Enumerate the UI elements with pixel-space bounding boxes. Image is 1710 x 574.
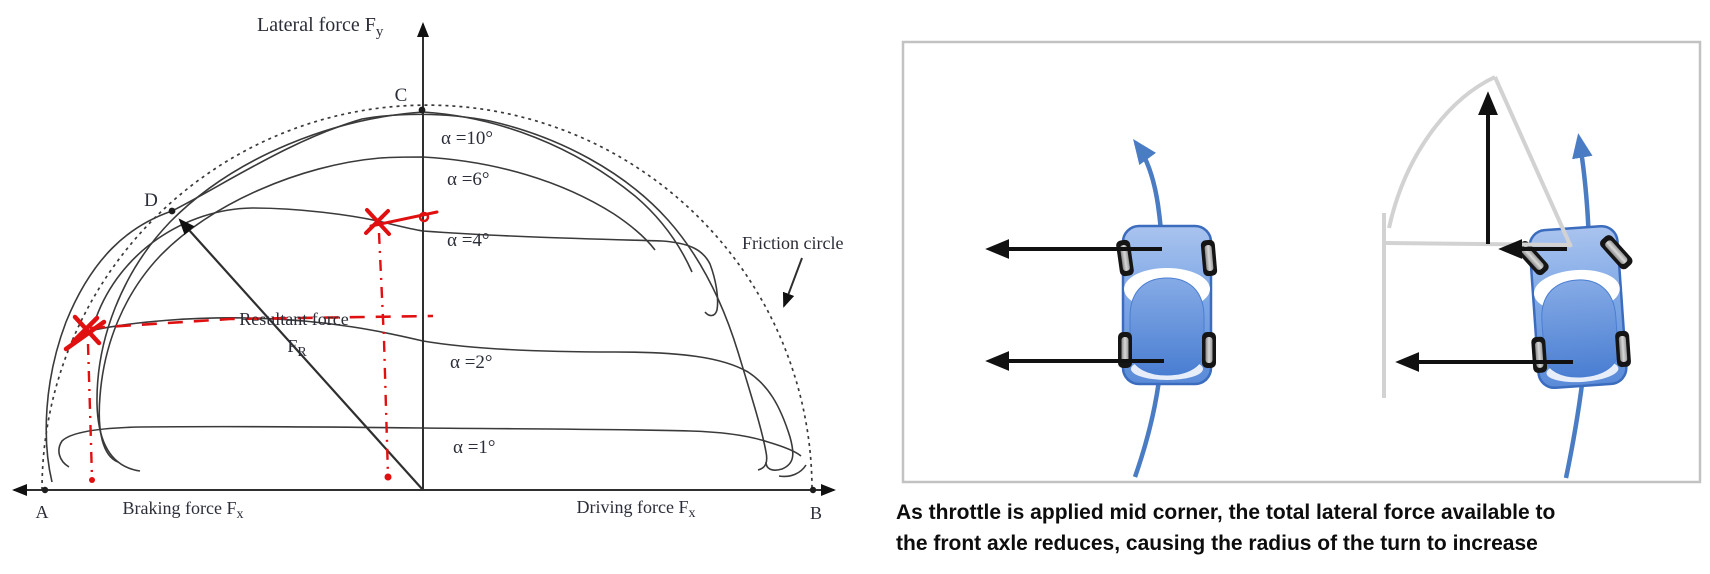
car-wheels [1116, 239, 1218, 368]
slip-label-10deg: α =10° [441, 128, 493, 149]
braking-force-label: Braking force Fx [123, 498, 244, 522]
red-x-mark-right [364, 208, 391, 236]
point-c-dot [418, 106, 426, 114]
red-horizontal-dashed-line [89, 314, 434, 330]
red-loop [418, 211, 430, 223]
slip-label-6deg: α =6° [447, 169, 490, 190]
friction-circle-diagram: Lateral force Fy C D A B α =10° α =6° α … [12, 14, 843, 523]
resultant-force-symbol: FR [287, 336, 307, 360]
point-d-label: D [144, 190, 158, 211]
caption-line-2: the front axle reduces, causing the radi… [896, 532, 1538, 555]
red-annotations [63, 208, 439, 483]
car-left [1116, 224, 1218, 386]
slip-curve-alpha-2-hook [778, 464, 807, 478]
car-cabin [1541, 279, 1619, 378]
car-cabin [1129, 277, 1205, 376]
red-vertical-dashdot-left [86, 343, 94, 479]
slip-label-1deg: α =1° [453, 437, 496, 458]
slip-curve-alpha-4 [95, 207, 719, 319]
slip-curve-alpha-10 [96, 111, 693, 472]
driving-force-label: Driving force Fx [577, 497, 696, 521]
friction-circle-pointer-arrow [782, 257, 803, 308]
slip-curve-alpha-1 [58, 425, 802, 468]
point-a-label: A [36, 502, 49, 522]
point-b-label: B [810, 503, 822, 523]
friction-circle-dashed [41, 104, 813, 491]
gray-horizontal-reference-line [1383, 241, 1573, 247]
y-axis-label: Lateral force Fy [257, 14, 384, 40]
slip-label-2deg: α =2° [450, 352, 493, 373]
red-dot-right [384, 473, 392, 481]
point-d-dot [168, 207, 176, 215]
point-b-dot [809, 486, 817, 494]
gray-rotated-force-line [1493, 76, 1573, 248]
red-vertical-dashdot-right [377, 232, 390, 477]
slip-curve-alpha-2 [88, 317, 794, 471]
red-dot-left [89, 477, 95, 483]
slip-label-4deg: α =4° [447, 230, 490, 251]
resultant-force-vector [178, 218, 424, 491]
gray-reference-geometry [1382, 75, 1573, 398]
car-illustration-panel [901, 40, 1702, 484]
resultant-force-label: Resultant force [239, 309, 348, 329]
panel-caption: As throttle is applied mid corner, the t… [896, 497, 1708, 559]
point-c-label: C [395, 85, 408, 106]
red-x-mark-left [63, 314, 107, 352]
point-a-dot [41, 486, 49, 494]
slip-curve-alpha-6 [98, 156, 656, 463]
car-right [1516, 224, 1633, 390]
friction-circle-label: Friction circle [742, 233, 843, 253]
caption-line-1: As throttle is applied mid corner, the t… [896, 501, 1556, 524]
gray-rotation-arc [1387, 75, 1496, 229]
